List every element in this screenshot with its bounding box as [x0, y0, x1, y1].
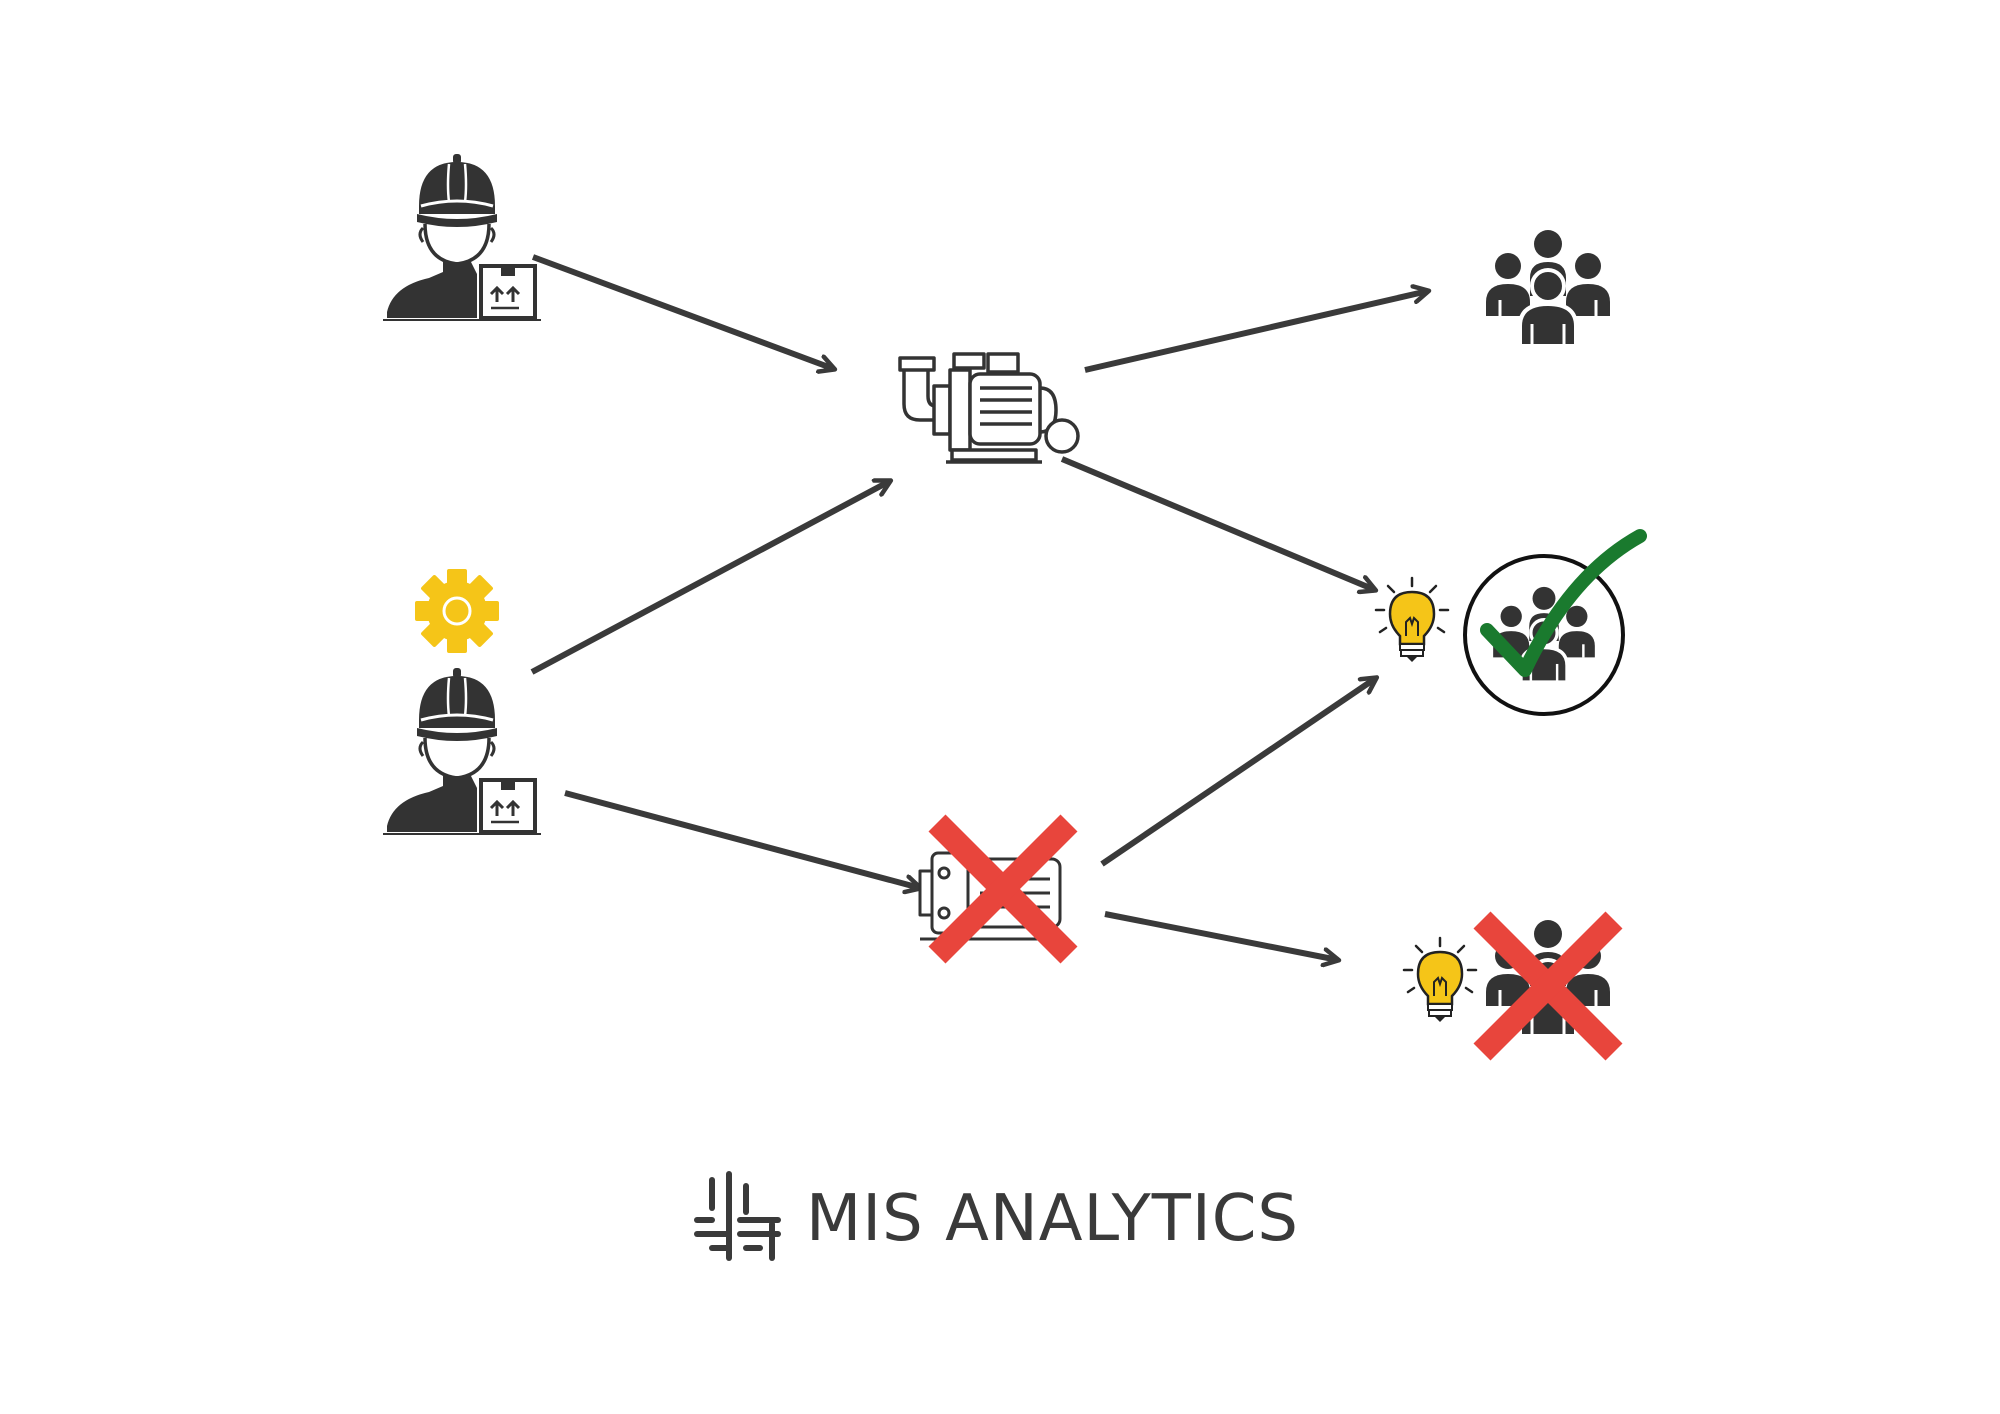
arrow-failed-pump-to-customers-rejected — [1104, 911, 1338, 960]
arrow-supplier-bottom-to-pump — [530, 481, 890, 675]
edges — [530, 254, 1428, 960]
people-group-icon — [1484, 228, 1612, 348]
delivery-worker-icon — [381, 666, 543, 836]
lightbulb-icon — [1374, 576, 1450, 664]
arrow-failed-pump-to-customers-satisfied — [1100, 678, 1376, 867]
arrow-supplier-top-to-pump — [531, 254, 834, 369]
water-pump-icon — [898, 352, 1080, 464]
gear-icon — [415, 569, 499, 653]
lightbulb-icon — [1402, 936, 1478, 1024]
brand-name: MIS ANALYTICS — [806, 1182, 1299, 1256]
delivery-worker-icon — [381, 152, 543, 322]
check-icon — [1480, 529, 1647, 677]
arrow-supplier-bottom-to-failed-pump — [564, 790, 920, 888]
arrow-pump-to-customers-top — [1084, 291, 1428, 373]
bar-lines-logo-icon — [694, 1171, 781, 1261]
arrow-pump-to-customers-satisfied — [1060, 456, 1375, 590]
